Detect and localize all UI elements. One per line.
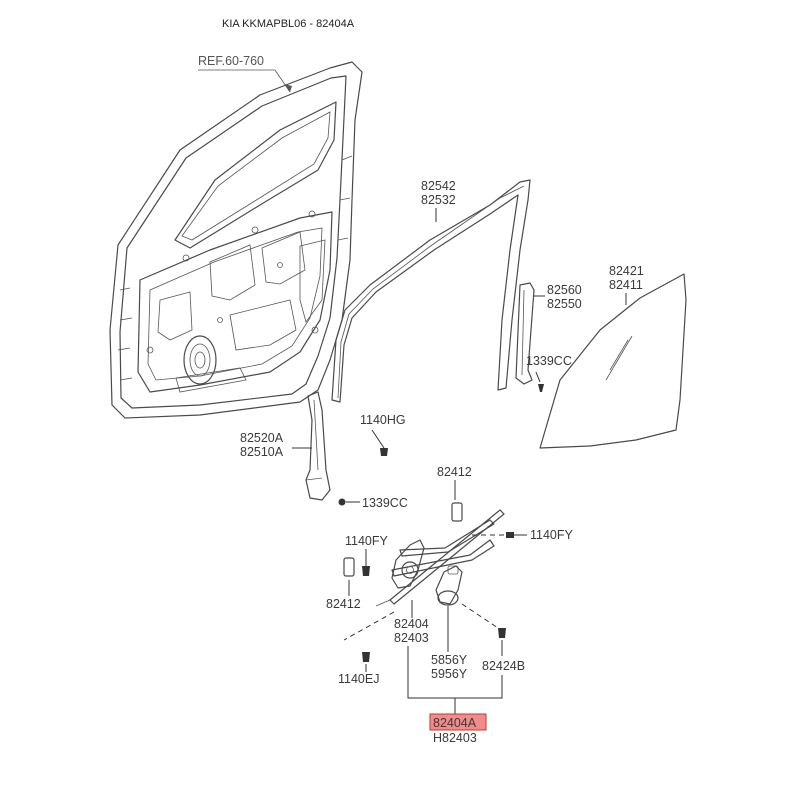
dash-1140ej bbox=[343, 611, 395, 641]
label-1140hg: 1140HG bbox=[360, 413, 406, 427]
bolt-82424b bbox=[498, 628, 506, 638]
label-82412-left: 82412 bbox=[326, 597, 361, 611]
label-1140fy-left: 1140FY bbox=[345, 534, 389, 548]
bolt-1140fy-right bbox=[506, 532, 514, 538]
label-h82403: H82403 bbox=[433, 731, 477, 745]
ref-arrowhead bbox=[284, 84, 292, 92]
label-1339cc-top: 1339CC bbox=[526, 354, 572, 368]
label-1140ej: 1140EJ bbox=[338, 672, 379, 686]
highlight-box-82404a bbox=[429, 713, 487, 731]
label-82411: 82411 bbox=[609, 278, 643, 292]
rear-channel-drawing bbox=[305, 391, 331, 501]
label-82542: 82542 bbox=[421, 179, 456, 193]
clip-1339cc-mid bbox=[338, 498, 346, 506]
label-1339cc-mid: 1339CC bbox=[362, 496, 408, 510]
bolt-1140hg bbox=[380, 448, 388, 456]
label-5956y: 5956Y bbox=[431, 667, 468, 681]
door-glass-drawing bbox=[539, 273, 687, 449]
label-82404a: 82404A bbox=[433, 716, 477, 730]
center-channel-drawing bbox=[515, 282, 535, 385]
label-82404: 82404 bbox=[394, 617, 429, 631]
label-1140fy-right: 1140FY bbox=[530, 528, 574, 542]
ref-label: REF.60-760 bbox=[198, 54, 264, 68]
door-panel-drawing bbox=[109, 61, 363, 419]
glass-run-channel-drawing bbox=[331, 179, 531, 403]
label-82510a: 82510A bbox=[240, 445, 284, 459]
label-82424b: 82424B bbox=[482, 659, 525, 673]
label-82421: 82421 bbox=[609, 264, 644, 278]
label-82412-top: 82412 bbox=[437, 465, 472, 479]
label-5856y: 5856Y bbox=[431, 653, 468, 667]
label-82532: 82532 bbox=[421, 193, 456, 207]
diagram-title: KIA KKMAPBL06 - 82404A bbox=[222, 18, 355, 30]
leader-1140hg bbox=[371, 429, 385, 449]
leader-1339cc-top bbox=[535, 371, 541, 383]
screw-1339cc-top bbox=[538, 384, 544, 392]
dash-82424b bbox=[461, 603, 499, 629]
label-82560: 82560 bbox=[547, 283, 582, 297]
label-82403: 82403 bbox=[394, 631, 429, 645]
bolt-1140fy-left bbox=[362, 566, 370, 576]
label-82520a: 82520A bbox=[240, 431, 284, 445]
bolt-1140ej bbox=[362, 652, 370, 662]
window-regulator-drawing bbox=[343, 502, 505, 607]
label-82550: 82550 bbox=[547, 297, 582, 311]
